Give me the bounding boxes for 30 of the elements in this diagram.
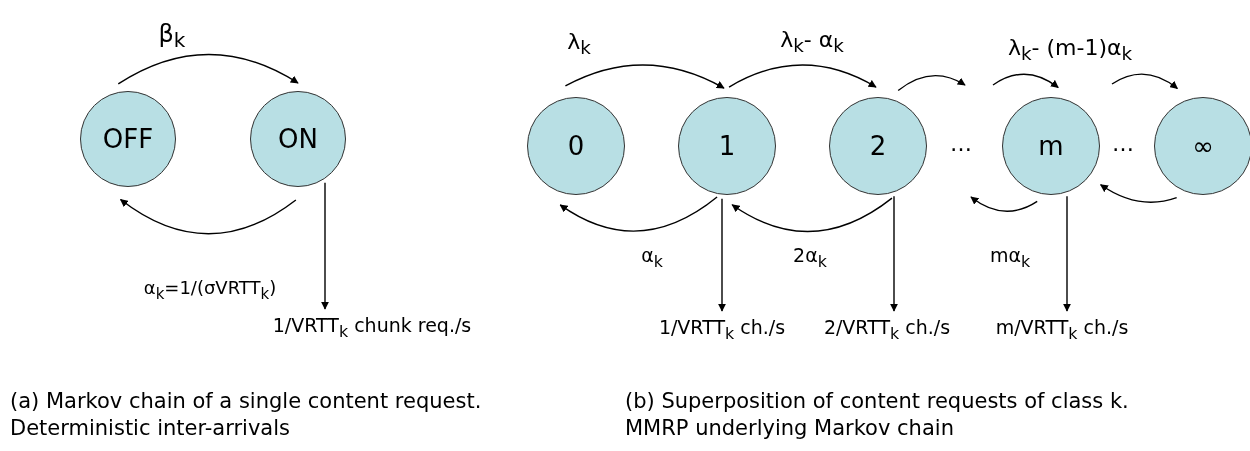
arrow xyxy=(890,195,898,312)
arrow xyxy=(1111,73,1179,90)
arrow xyxy=(897,74,966,92)
figure-caption: (a) Markov chain of a single content request. Deterministic inter-arrivals xyxy=(10,388,483,443)
state-circle: m xyxy=(1002,97,1100,195)
ellipsis-text: … xyxy=(950,130,973,158)
arrow xyxy=(564,64,725,89)
state-circle: 2 xyxy=(829,97,927,195)
rate-label: 2/VRTT$_{k}$ ch./s xyxy=(807,313,967,341)
figure-caption: (b) Superposition of content requests of class k. MMRP underlying Markov chain xyxy=(625,388,1130,443)
arrow xyxy=(321,182,329,310)
state-circle: ∞ xyxy=(1154,97,1250,195)
state-circle: 0 xyxy=(527,97,625,195)
rate-label: 1/VRTT$_{k}$ chunk req./s xyxy=(239,311,505,339)
arrow xyxy=(731,197,893,233)
state-circle: 1 xyxy=(678,97,776,195)
arrow xyxy=(559,196,718,232)
state-circle: ON xyxy=(250,91,346,187)
arrow xyxy=(1099,184,1178,203)
arrow xyxy=(119,198,297,235)
arrow xyxy=(1063,195,1071,312)
state-circle: OFF xyxy=(80,91,176,187)
arrow xyxy=(992,73,1059,89)
ellipsis-text: … xyxy=(1112,130,1135,158)
rate-label: m/VRTT$_{k}$ ch./s xyxy=(979,313,1145,341)
arrow xyxy=(117,53,299,85)
arrow xyxy=(728,64,877,88)
arrow xyxy=(718,198,726,312)
rate-label: 1/VRTT$_{k}$ ch./s xyxy=(642,313,802,341)
arrow xyxy=(970,196,1038,212)
